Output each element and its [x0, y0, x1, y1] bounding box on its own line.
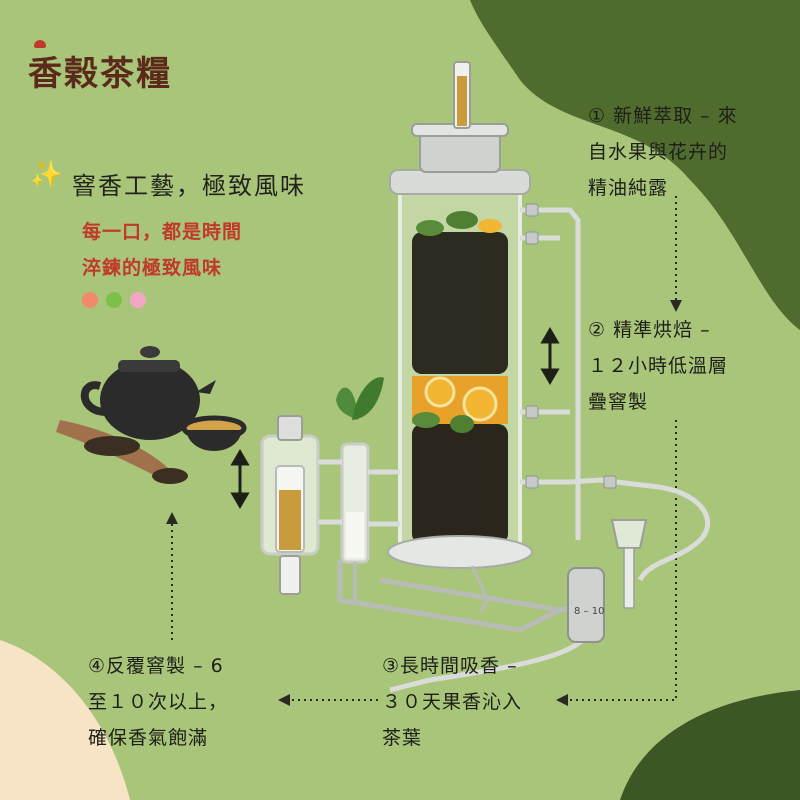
fruit-icons: [82, 292, 149, 312]
teacup-icon: [181, 415, 247, 451]
step-3: ③長時間吸香 – ３０天果香沁入 茶葉: [382, 648, 582, 756]
tea-leaves-scoop: [56, 420, 188, 484]
condenser-middle: [340, 442, 370, 600]
arrow-head-down: [670, 300, 682, 312]
subtitle-line-2: 淬鍊的極致風味: [82, 257, 223, 279]
step-1-line-1: ① 新鮮萃取 – 來: [588, 105, 738, 127]
corner-blob-top-right: [470, 0, 800, 330]
double-arrow-column: [540, 327, 560, 385]
svg-text:8 – 10: 8 – 10: [574, 606, 604, 617]
arrow-head-left-4: [278, 694, 290, 706]
pipe-joints: [525, 203, 617, 489]
flow-connectors: [171, 196, 677, 701]
leaf-icon: [336, 377, 384, 420]
step-4: ④反覆窨製 – 6 至１０次以上， 確保香氣飽滿: [88, 648, 288, 756]
top-tube-liquid: [457, 76, 467, 126]
step-4-line-2: 至１０次以上，: [88, 691, 229, 713]
base-frame: [337, 560, 601, 633]
step-4-line-3: 確保香氣飽滿: [88, 727, 209, 749]
tea-layer-upper: [412, 232, 508, 374]
arrow-head-left-3: [556, 694, 568, 706]
peach-icon: [82, 292, 98, 308]
distillation-column: [387, 61, 533, 613]
logo-mark: [34, 40, 46, 48]
page-title: 窨香工藝，極致風味: [72, 172, 306, 200]
step-2-line-2: １２小時低溫層: [588, 355, 729, 377]
arrow-head-up: [166, 512, 178, 524]
sparkle-icon: ✨: [30, 160, 63, 190]
corner-blob-bottom-left: [0, 640, 130, 800]
step-1: ① 新鮮萃取 – 來 自水果與花卉的 精油純露: [588, 98, 778, 206]
step-2: ② 精準烘焙 – １２小時低溫層 疊窨製: [588, 312, 778, 420]
step-1-line-3: 精油純露: [588, 177, 669, 199]
column-base: [387, 535, 533, 569]
step-4-line-1: ④反覆窨製 – 6: [88, 655, 224, 677]
brand-logo: 香榖茶糧: [28, 54, 172, 94]
connector-2-to-3: [568, 420, 677, 701]
subtitle-line-1: 每一口，都是時間: [82, 221, 243, 243]
pipes-left: [318, 459, 400, 527]
tea-layer-lower: [412, 424, 508, 544]
collection-vessel: 8 – 10: [567, 519, 648, 643]
subtitle: 每一口，都是時間 淬鍊的極致風味: [82, 214, 242, 286]
corner-blob-bottom-right: [620, 690, 800, 800]
flower-icon: [130, 292, 147, 308]
teapot-icon: [80, 346, 216, 440]
double-arrow-small: [230, 449, 250, 509]
column-lid-ring: [389, 169, 531, 195]
condenser-left: [260, 415, 320, 595]
step-2-line-3: 疊窨製: [588, 391, 649, 413]
step-3-line-3: 茶葉: [382, 727, 423, 749]
step-3-line-2: ３０天果香沁入: [382, 691, 523, 713]
step-1-line-2: 自水果與花卉的: [588, 141, 729, 163]
step-3-line-1: ③長時間吸香 –: [382, 655, 518, 677]
apple-icon: [106, 292, 123, 308]
step-2-line-1: ② 精準烘焙 –: [588, 319, 711, 341]
arrow-heads: [166, 300, 682, 706]
